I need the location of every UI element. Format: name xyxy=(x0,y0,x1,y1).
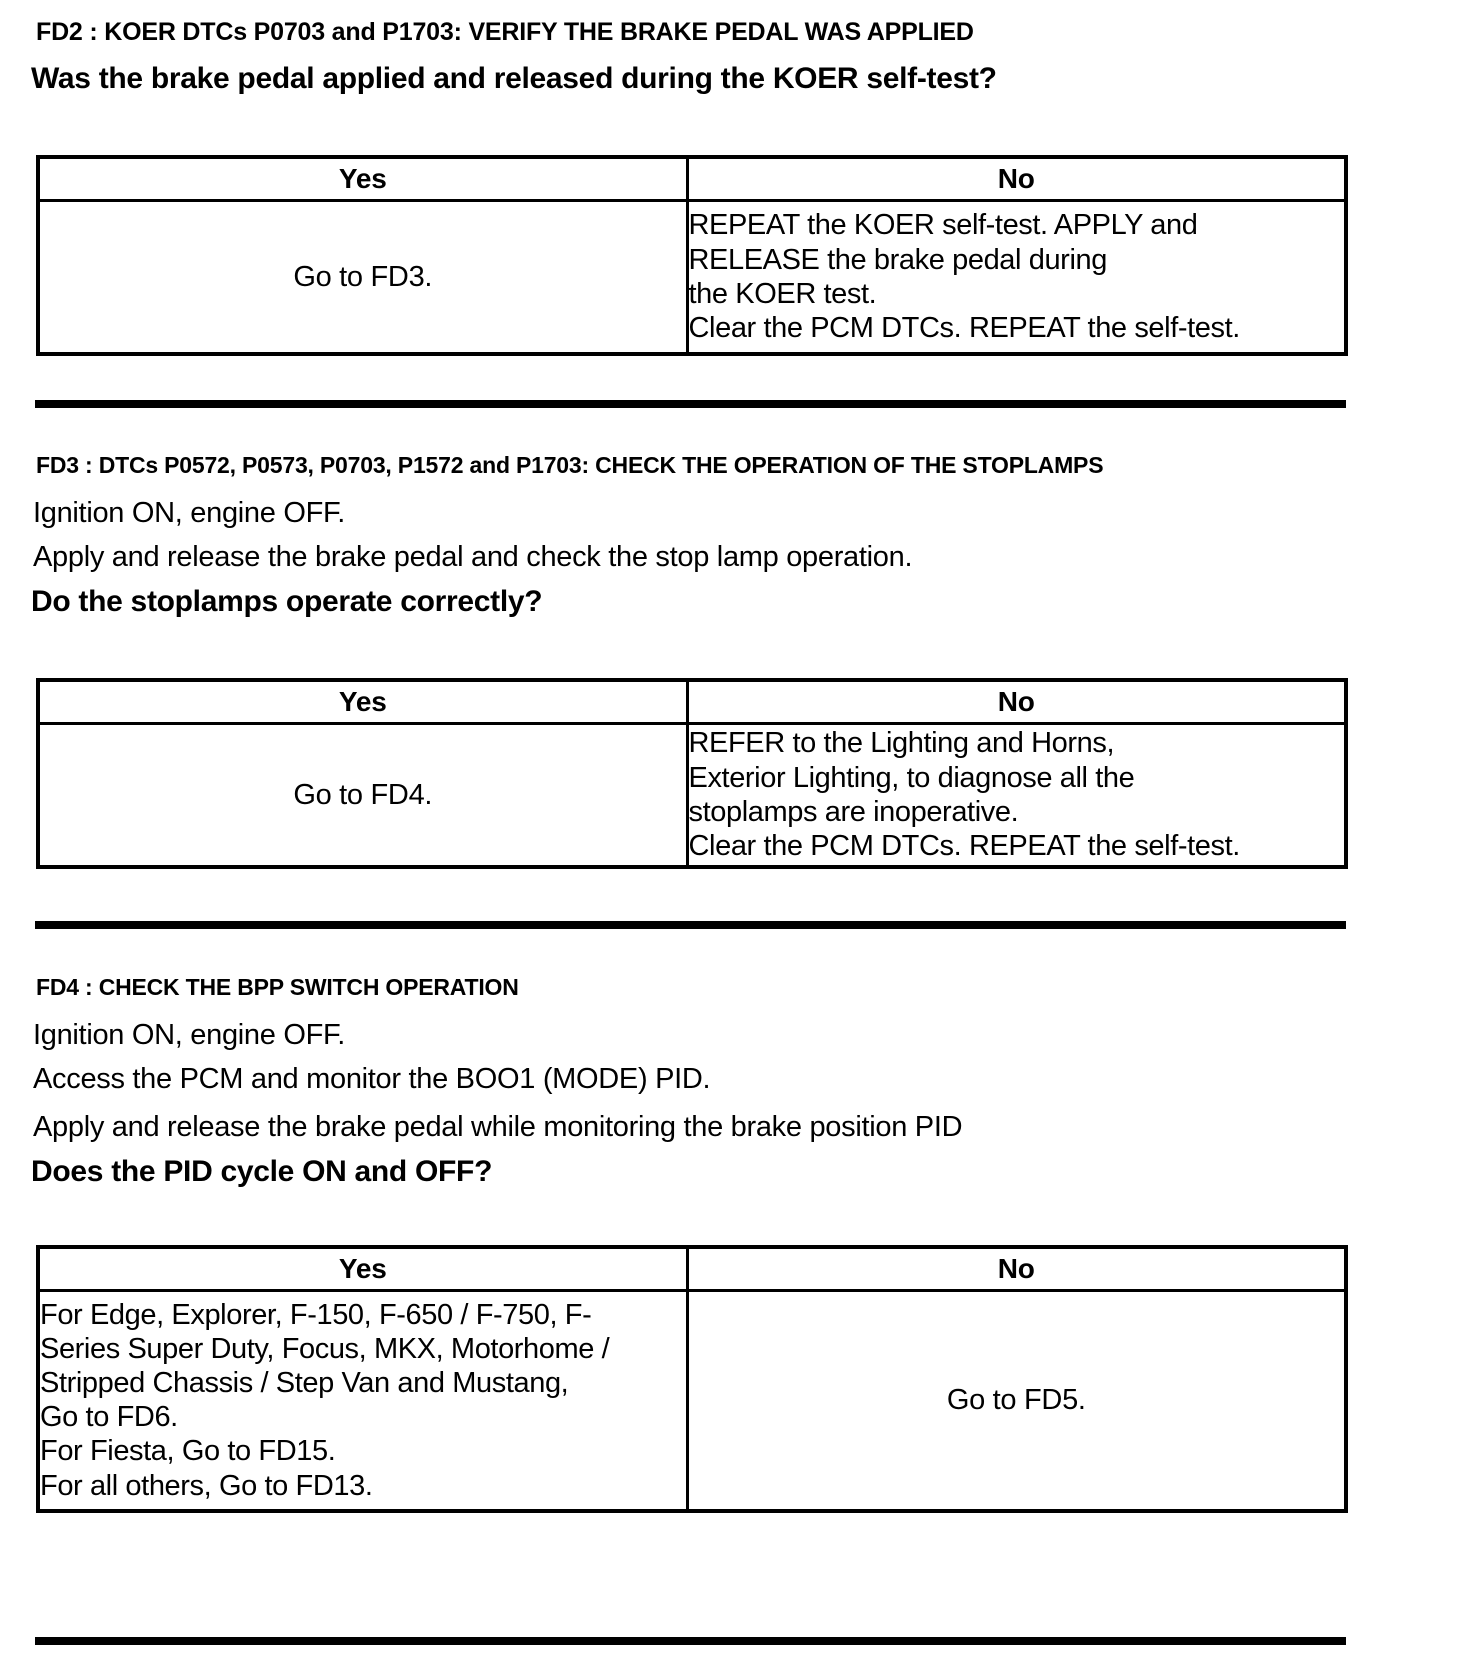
section-fd3-instruction-1-text: Ignition ON, engine OFF. xyxy=(33,497,345,529)
section-fd3-question-text: Do the stoplamps operate correctly? xyxy=(31,585,543,618)
column-header-yes: Yes xyxy=(36,1245,689,1292)
column-header-no: No xyxy=(685,678,1348,725)
table-header-row: Yes No xyxy=(36,678,1348,725)
table-row: Go to FD3. REPEAT the KOER self-test. AP… xyxy=(36,199,1348,355)
section-fd4-instruction-3-text: Apply and release the brake pedal while … xyxy=(33,1111,963,1143)
table-row: For Edge, Explorer, F-150, F-650 / F-750… xyxy=(36,1289,1348,1512)
section-fd3-title-text: FD3 : DTCs P0572, P0573, P0703, P1572 an… xyxy=(36,452,1104,478)
decision-table-fd4: Yes No For Edge, Explorer, F-150, F-650 … xyxy=(36,1245,1348,1513)
section-fd3-title: FD3 : DTCs P0572, P0573, P0703, P1572 an… xyxy=(36,452,1104,479)
section-fd4-title: FD4 : CHECK THE BPP SWITCH OPERATION xyxy=(36,974,519,1001)
column-header-yes: Yes xyxy=(36,155,689,202)
column-header-yes: Yes xyxy=(36,678,689,725)
section-fd4-instruction-1-text: Ignition ON, engine OFF. xyxy=(33,1019,345,1051)
cell-line: Go to FD3. xyxy=(293,260,433,293)
cell-line: Clear the PCM DTCs. REPEAT the self-test… xyxy=(688,311,1241,344)
cell-line: Stripped Chassis / Step Van and Mustang, xyxy=(40,1367,569,1400)
cell-line: For all others, Go to FD13. xyxy=(40,1469,373,1502)
section-fd2-title: FD2 : KOER DTCs P0703 and P1703: VERIFY … xyxy=(36,18,974,47)
cell-line: Exterior Lighting, to diagnose all the xyxy=(688,761,1135,794)
section-fd2-question: Was the brake pedal applied and released… xyxy=(31,62,997,96)
section-fd2-title-text: FD2 : KOER DTCs P0703 and P1703: VERIFY … xyxy=(36,18,974,46)
cell-no-fd2: REPEAT the KOER self-test. APPLY and REL… xyxy=(685,199,1348,355)
cell-line: RELEASE the brake pedal during xyxy=(688,243,1108,276)
section-divider-1 xyxy=(35,400,1346,408)
section-fd3-instruction-2: Apply and release the brake pedal and ch… xyxy=(33,541,913,574)
section-fd4-instruction-1: Ignition ON, engine OFF. xyxy=(33,1019,345,1052)
table-header-row: Yes No xyxy=(36,155,1348,202)
section-fd4-instruction-2-text: Access the PCM and monitor the BOO1 (MOD… xyxy=(33,1063,711,1095)
section-fd3-question: Do the stoplamps operate correctly? xyxy=(31,585,543,619)
column-header-no: No xyxy=(685,155,1348,202)
cell-yes-fd4: For Edge, Explorer, F-150, F-650 / F-750… xyxy=(36,1289,689,1512)
table-header-row: Yes No xyxy=(36,1245,1348,1292)
cell-line: Clear the PCM DTCs. REPEAT the self-test… xyxy=(688,829,1241,862)
cell-yes-fd3: Go to FD4. xyxy=(36,722,689,868)
cell-no-fd3: REFER to the Lighting and Horns, Exterio… xyxy=(685,722,1348,868)
section-fd4-question: Does the PID cycle ON and OFF? xyxy=(31,1155,492,1189)
section-fd4-question-text: Does the PID cycle ON and OFF? xyxy=(31,1155,493,1188)
cell-yes-fd2: Go to FD3. xyxy=(36,199,689,355)
cell-line: For Fiesta, Go to FD15. xyxy=(40,1435,336,1468)
column-header-no: No xyxy=(685,1245,1348,1292)
section-fd4-instruction-2: Access the PCM and monitor the BOO1 (MOD… xyxy=(33,1063,711,1096)
cell-line: the KOER test. xyxy=(688,277,877,310)
cell-line: Go to FD5. xyxy=(946,1384,1086,1417)
section-fd2-question-text: Was the brake pedal applied and released… xyxy=(31,62,997,95)
cell-line: stoplamps are inoperative. xyxy=(688,795,1019,828)
cell-line: REPEAT the KOER self-test. APPLY and xyxy=(688,209,1198,242)
cell-no-fd4: Go to FD5. xyxy=(685,1289,1348,1512)
cell-line: Series Super Duty, Focus, MKX, Motorhome… xyxy=(40,1332,610,1365)
decision-table-fd3: Yes No Go to FD4. REFER to the Lighting … xyxy=(36,678,1348,869)
section-fd3-instruction-1: Ignition ON, engine OFF. xyxy=(33,497,345,530)
cell-line: REFER to the Lighting and Horns, xyxy=(688,727,1115,760)
cell-line: Go to FD4. xyxy=(293,778,433,811)
section-fd3-instruction-2-text: Apply and release the brake pedal and ch… xyxy=(33,541,913,573)
decision-table-fd2: Yes No Go to FD3. REPEAT the KOER self-t… xyxy=(36,155,1348,356)
section-fd4-title-text: FD4 : CHECK THE BPP SWITCH OPERATION xyxy=(36,974,519,1000)
section-fd4-instruction-3: Apply and release the brake pedal while … xyxy=(33,1111,963,1144)
cell-line: Go to FD6. xyxy=(40,1401,178,1434)
cell-line: For Edge, Explorer, F-150, F-650 / F-750… xyxy=(40,1298,592,1331)
section-divider-2 xyxy=(35,921,1346,929)
section-divider-3 xyxy=(35,1637,1346,1645)
table-row: Go to FD4. REFER to the Lighting and Hor… xyxy=(36,722,1348,868)
